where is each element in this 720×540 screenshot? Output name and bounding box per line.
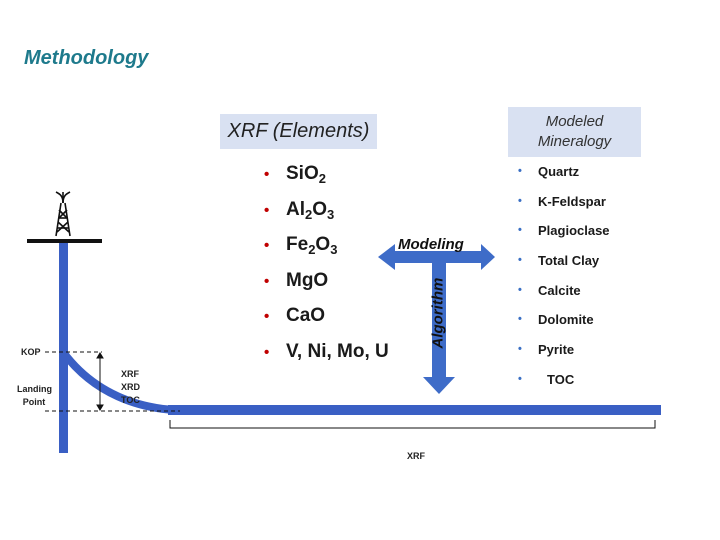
mineral-label: Total Clay xyxy=(538,253,600,269)
element-subscript: 2 xyxy=(318,171,326,186)
element-base: Al xyxy=(286,198,305,220)
element-list: •SiO2 •Al2O3 •Fe2O3 •MgO •CaO •V, Ni, Mo… xyxy=(264,163,389,376)
mineral-label: Dolomite xyxy=(538,312,594,328)
list-item: • MgO xyxy=(264,270,389,306)
kop-label: KOP xyxy=(21,347,41,357)
interval-arrow xyxy=(96,352,104,411)
curved-wellbore xyxy=(59,349,176,414)
curve-label-xrd: XRD xyxy=(121,382,141,392)
algorithm-label: Algorithm xyxy=(429,277,447,349)
list-item: • Dolomite xyxy=(518,312,610,342)
element-base: CaO xyxy=(286,305,326,326)
page-title: Methodology xyxy=(24,47,149,69)
list-item: • Fe2O3 xyxy=(264,234,389,270)
landing-label-line2: Point xyxy=(22,397,46,407)
bullet-icon: • xyxy=(518,283,522,296)
curve-label-xrf: XRF xyxy=(121,369,139,379)
list-item: • TOC xyxy=(518,372,610,402)
bullet-icon: • xyxy=(518,165,522,177)
landing-point-label: Landing Point xyxy=(17,383,52,409)
list-item: • Al2O3 xyxy=(264,199,389,235)
list-item: • K-Feldspar xyxy=(518,194,610,224)
element-subscript: 2 xyxy=(308,242,316,257)
curve-label-toc: TOC xyxy=(121,395,140,405)
list-item: • V, Ni, Mo, U xyxy=(264,341,389,377)
element-mid: O xyxy=(312,198,328,220)
modeling-arrow xyxy=(378,244,495,270)
mineralogy-title-line2: Mineralogy xyxy=(537,133,612,150)
mineral-label: Calcite xyxy=(538,282,581,298)
element-subscript: 3 xyxy=(330,242,338,257)
lateral-xrf-label: XRF xyxy=(407,451,425,461)
list-item: • Calcite xyxy=(518,283,610,313)
element-base: Fe xyxy=(286,234,309,255)
bullet-icon: • xyxy=(518,372,522,385)
mineral-label: Plagioclase xyxy=(538,223,610,239)
bullet-icon: • xyxy=(518,343,522,356)
xrf-elements-label: XRF (Elements) xyxy=(227,120,370,142)
xrf-elements-box: XRF (Elements) xyxy=(220,114,377,149)
mineralogy-title-line1: Modeled xyxy=(545,113,604,130)
element-base: MgO xyxy=(286,269,329,291)
algorithm-arrow xyxy=(423,263,455,394)
mineral-label: Quartz xyxy=(538,164,580,179)
bullet-icon: • xyxy=(264,343,270,361)
bullet-icon: • xyxy=(264,201,270,219)
mineral-list: • Quartz • K-Feldspar • Plagioclase • Total … xyxy=(518,164,610,402)
bullet-icon: • xyxy=(264,272,270,290)
element-subscript: 2 xyxy=(305,206,313,222)
list-item: • Plagioclase xyxy=(518,223,610,253)
bullet-icon: • xyxy=(518,224,522,237)
mineral-label: K-Feldspar xyxy=(538,193,606,209)
curve-data-labels: XRF XRD TOC xyxy=(121,368,140,407)
element-base: SiO xyxy=(286,163,319,184)
bullet-icon: • xyxy=(518,194,522,207)
element-base: V, Ni, Mo, U xyxy=(286,340,389,362)
lateral-wellbore xyxy=(168,405,661,415)
bullet-icon: • xyxy=(518,254,522,267)
bullet-icon: • xyxy=(518,313,522,326)
mineral-label: TOC xyxy=(547,371,575,387)
mineral-label: Pyrite xyxy=(538,342,575,358)
list-item: • SiO2 xyxy=(264,163,389,199)
derrick-icon xyxy=(55,191,71,237)
list-item: • Quartz xyxy=(518,164,610,194)
list-item: • CaO xyxy=(264,305,389,341)
lateral-bracket xyxy=(169,420,656,429)
list-item: • Total Clay xyxy=(518,253,610,283)
bullet-icon: • xyxy=(264,237,270,254)
element-subscript: 3 xyxy=(327,206,335,222)
list-item: • Pyrite xyxy=(518,342,610,372)
bullet-icon: • xyxy=(264,166,270,183)
element-mid: O xyxy=(315,234,331,255)
modeling-label: Modeling xyxy=(398,236,464,253)
vertical-wellbore xyxy=(59,243,68,453)
modeled-mineralogy-box: Modeled Mineralogy xyxy=(508,107,641,157)
bullet-icon: • xyxy=(264,308,270,325)
landing-label-line1: Landing xyxy=(17,384,52,394)
